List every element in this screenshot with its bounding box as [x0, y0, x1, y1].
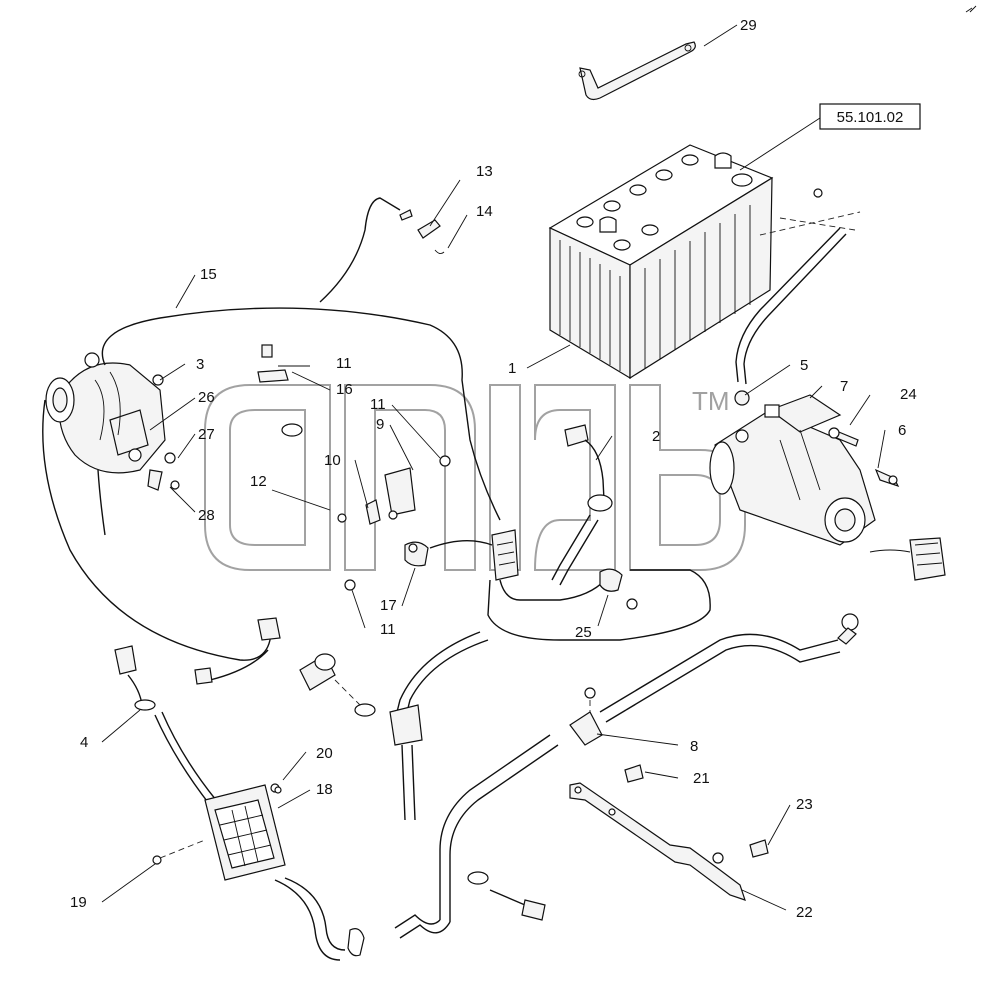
- callout-26[interactable]: 26: [198, 389, 215, 406]
- callout-19[interactable]: 19: [70, 894, 87, 911]
- alternator-hardware: [147, 374, 180, 491]
- main-battery-cable: [389, 631, 559, 939]
- ground-terminal: [599, 568, 638, 610]
- callout-13[interactable]: 13: [476, 163, 493, 180]
- watermark-logo: TM: [204, 384, 746, 571]
- battery-hold-down-bracket: [578, 41, 696, 101]
- callout-11-mid[interactable]: 11: [370, 396, 386, 413]
- callout-1[interactable]: 1: [508, 360, 516, 377]
- callout-8[interactable]: 8: [690, 738, 698, 755]
- cable-terminal: [569, 687, 603, 746]
- central-connector: [429, 529, 711, 641]
- callout-15[interactable]: 15: [200, 266, 217, 283]
- positive-battery-cable: [551, 424, 613, 586]
- callout-5[interactable]: 5: [800, 357, 808, 374]
- callout-4[interactable]: 4: [80, 734, 88, 751]
- callout-16[interactable]: 16: [336, 381, 353, 398]
- callout-labels: 29 1 2 3 4 5 6 7 8 9 10 11 11 11 12 13 1…: [70, 17, 917, 921]
- callout-24[interactable]: 24: [900, 386, 917, 403]
- callout-9[interactable]: 9: [376, 416, 384, 433]
- mounting-plate: [569, 764, 769, 901]
- callout-6[interactable]: 6: [898, 422, 906, 439]
- callout-27[interactable]: 27: [198, 426, 215, 443]
- clamp-cluster: [257, 344, 451, 591]
- starter-bolt: [828, 427, 859, 447]
- callout-17[interactable]: 17: [380, 597, 397, 614]
- watermark-tm: TM: [692, 386, 730, 416]
- callout-2[interactable]: 2: [652, 428, 660, 445]
- callout-11-top[interactable]: 11: [336, 355, 352, 372]
- callout-3[interactable]: 3: [196, 356, 204, 373]
- callout-7[interactable]: 7: [840, 378, 848, 395]
- starter-motor: [709, 394, 876, 546]
- starter-terminal-connector: [874, 468, 900, 488]
- callout-21[interactable]: 21: [693, 770, 710, 787]
- callout-25[interactable]: 25: [575, 624, 592, 641]
- reference-box[interactable]: 55.101.02: [739, 103, 921, 171]
- callout-20[interactable]: 20: [316, 745, 333, 762]
- callout-22[interactable]: 22: [796, 904, 813, 921]
- leader-lines: [101, 24, 886, 911]
- sensor-connector: [114, 645, 217, 806]
- fastener: [274, 786, 282, 794]
- fuse-box: [152, 783, 365, 961]
- main-harness: [42, 197, 501, 685]
- callout-23[interactable]: 23: [796, 796, 813, 813]
- reference-text: 55.101.02: [837, 109, 904, 126]
- temperature-sensor: [399, 209, 445, 255]
- battery: [548, 144, 774, 380]
- callout-29[interactable]: 29: [740, 17, 757, 34]
- callout-18[interactable]: 18: [316, 781, 333, 798]
- callout-11-bottom[interactable]: 11: [380, 621, 396, 638]
- callout-12[interactable]: 12: [250, 473, 267, 490]
- callout-10[interactable]: 10: [324, 452, 341, 469]
- cable-sleeve: [299, 653, 376, 717]
- alternator: [45, 352, 166, 536]
- ground-strap-cable: [599, 613, 859, 723]
- callout-28[interactable]: 28: [198, 507, 215, 524]
- starter-harness-connector: [869, 537, 946, 581]
- lower-connector: [467, 871, 546, 921]
- callout-14[interactable]: 14: [476, 203, 493, 220]
- corner-mark: [965, 5, 977, 13]
